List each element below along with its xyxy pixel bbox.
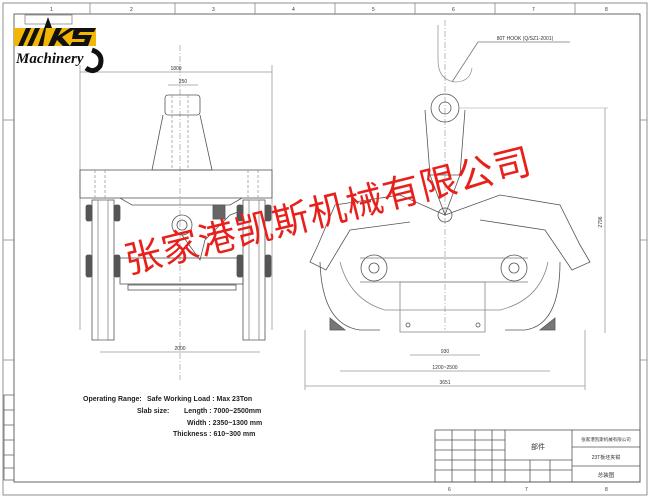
- slab-length: Length : 7000~2500mm: [184, 408, 262, 415]
- dim-bottom-width: 2000: [174, 346, 185, 352]
- zone-label: 4: [292, 7, 295, 13]
- zone-label: 1: [50, 7, 53, 13]
- zone-label: 8: [605, 487, 608, 493]
- zone-label: 5: [372, 7, 375, 13]
- dim-range: 1200~2500: [432, 365, 457, 371]
- zone-label: 8: [605, 7, 608, 13]
- zone-label: 6: [452, 7, 455, 13]
- inner-frame: [13, 13, 641, 483]
- logo-text: Machinery: [16, 51, 84, 67]
- hook-label: 80T HOOK (Q/SZ1-2001): [497, 36, 554, 42]
- zone-label: 3: [212, 7, 215, 13]
- title-part-cell: 部件: [531, 442, 545, 451]
- side-view: [304, 20, 608, 390]
- ks-machinery-logo: Machinery: [12, 14, 107, 76]
- slab-thickness: Thickness : 610~300 mm: [173, 431, 256, 438]
- safe-working-load: Safe Working Load : Max 23Ton: [147, 396, 253, 403]
- dim-height: 2796: [598, 216, 604, 227]
- title-block: [434, 429, 641, 483]
- operating-range-label: Operating Range:: [83, 396, 142, 403]
- front-view: [79, 45, 273, 380]
- revision-strip: [3, 394, 15, 481]
- zone-ticks: [3, 3, 647, 361]
- dim-overall: 3651: [439, 380, 450, 386]
- slab-width: Width : 2350~1300 mm: [187, 420, 263, 427]
- zone-label: 7: [532, 7, 535, 13]
- logo-graphic: [14, 17, 104, 74]
- zone-label: 7: [525, 487, 528, 493]
- zone-label: 2: [130, 7, 133, 13]
- title-drawing-type: 总装图: [598, 471, 615, 479]
- title-company: 张家港凯斯机械有限公司: [581, 436, 631, 443]
- dim-top-width: 1800: [170, 66, 181, 72]
- title-drawing-name: 23T板坯夹钳: [592, 454, 621, 461]
- slab-size-label: Slab size:: [137, 408, 170, 415]
- dim-pin-width: 250: [179, 79, 188, 85]
- zone-label: 6: [448, 487, 451, 493]
- dim-inner: 930: [441, 349, 450, 355]
